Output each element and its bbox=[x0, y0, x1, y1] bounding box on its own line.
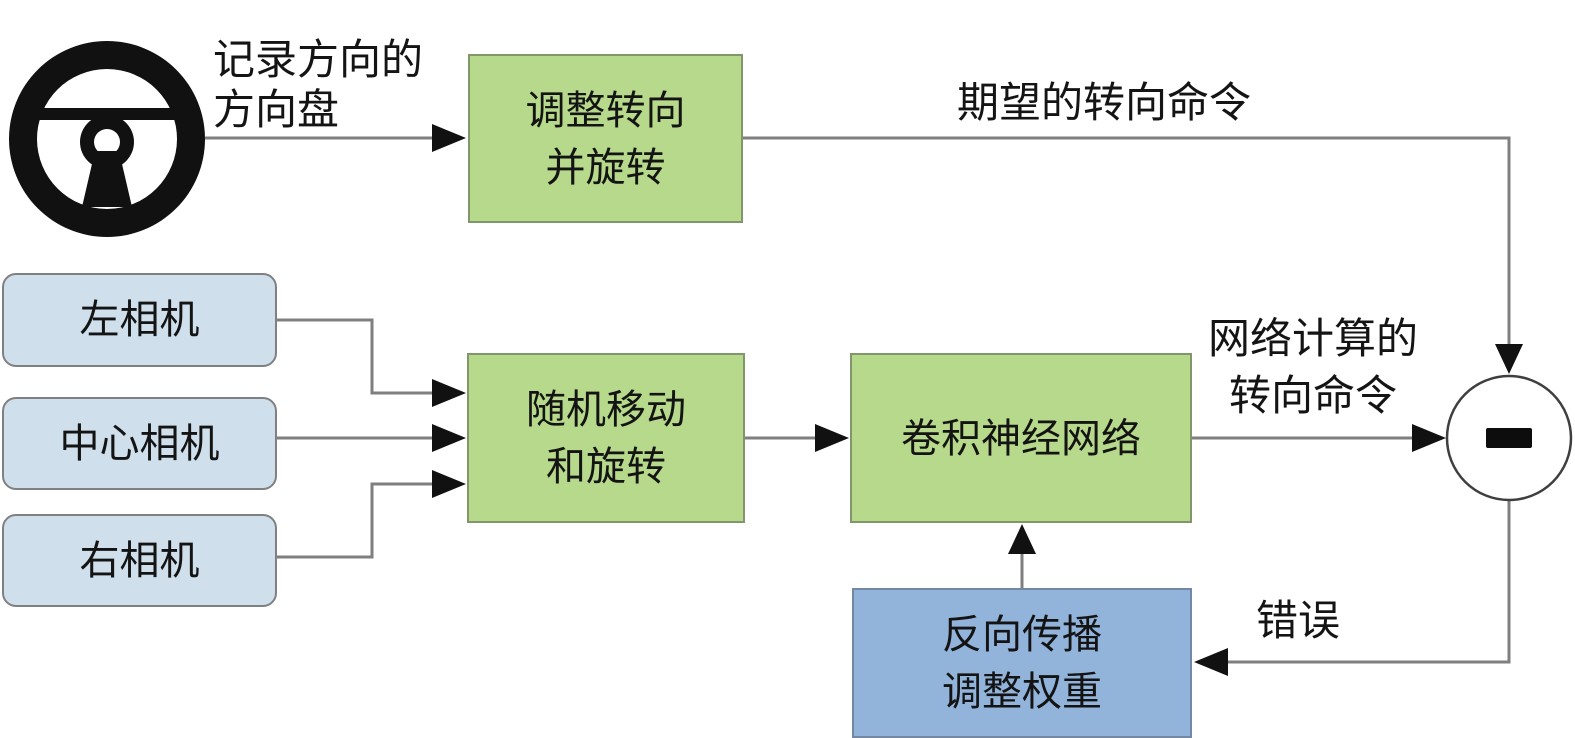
label-recorded-steering-wheel-line1: 记录方向的 bbox=[213, 38, 424, 84]
arrowhead-into-comparator-left bbox=[1412, 424, 1446, 452]
node-random-shift-line2: 和旋转 bbox=[546, 444, 666, 489]
minus-icon bbox=[1486, 428, 1532, 448]
node-left-camera: 左相机 bbox=[2, 273, 277, 367]
arrowhead-left-camera bbox=[432, 379, 466, 407]
node-right-camera-label: 右相机 bbox=[79, 537, 200, 583]
wheel-spoke bbox=[82, 151, 132, 207]
node-cnn: 卷积神经网络 bbox=[850, 353, 1192, 523]
node-random-shift-rotate: 随机移动 和旋转 bbox=[467, 353, 745, 523]
label-error: 错误 bbox=[1256, 599, 1341, 645]
wheel-hub-dot bbox=[94, 129, 120, 155]
node-center-camera-label: 中心相机 bbox=[59, 420, 220, 466]
steering-wheel-icon bbox=[9, 41, 205, 237]
label-recorded-steering-wheel: 记录方向的 方向盘 bbox=[213, 36, 423, 136]
node-random-shift-line1: 随机移动 bbox=[526, 387, 686, 432]
node-left-camera-label: 左相机 bbox=[79, 297, 200, 342]
label-network-computed-command-line2: 转向命令 bbox=[1228, 374, 1397, 420]
node-cnn-label: 卷积神经网络 bbox=[901, 415, 1141, 461]
wire-adjust-to-comparator bbox=[743, 136, 1511, 346]
node-adjust-steering: 调整转向 并旋转 bbox=[468, 54, 743, 223]
label-network-computed-command-line1: 网络计算的 bbox=[1207, 317, 1418, 363]
arrowhead-into-comparator-top bbox=[1495, 344, 1523, 374]
node-right-camera: 右相机 bbox=[2, 514, 277, 607]
node-backprop: 反向传播 调整权重 bbox=[852, 588, 1192, 738]
wire-left-camera-to-random bbox=[277, 318, 434, 395]
wheel-bar bbox=[37, 108, 177, 120]
wire-comparator-to-backprop bbox=[1226, 500, 1511, 664]
arrowhead-into-cnn bbox=[815, 424, 849, 452]
label-desired-steering-command: 期望的转向命令 bbox=[957, 81, 1252, 127]
arrowhead-center-camera bbox=[432, 424, 466, 452]
node-adjust-steering-line2: 并旋转 bbox=[545, 144, 666, 190]
node-backprop-line1: 反向传播 bbox=[942, 612, 1102, 657]
node-adjust-steering-line1: 调整转向 bbox=[525, 87, 686, 133]
arrowhead-into-adjust bbox=[432, 124, 466, 152]
node-center-camera: 中心相机 bbox=[2, 397, 277, 490]
arrowhead-right-camera bbox=[432, 470, 466, 498]
arrowhead-into-backprop bbox=[1194, 648, 1228, 676]
arrowhead-backprop-to-cnn bbox=[1008, 524, 1036, 554]
label-recorded-steering-wheel-line2: 方向盘 bbox=[213, 88, 340, 134]
wire-right-camera-to-random bbox=[277, 482, 434, 559]
node-backprop-line2: 调整权重 bbox=[942, 669, 1102, 714]
label-network-computed-command: 网络计算的 转向命令 bbox=[1201, 312, 1425, 426]
